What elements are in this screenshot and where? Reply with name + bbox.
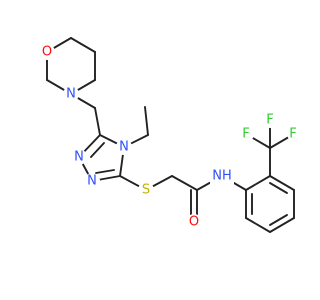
atom-label: O — [42, 45, 52, 60]
bond — [90, 142, 105, 158]
fluorine-atom-right: F — [287, 127, 300, 142]
fluorine-atom-left: F — [238, 126, 254, 142]
atom-label: N — [74, 150, 84, 165]
atom-label: NH — [212, 169, 232, 184]
triazole-nitrogen-2-atom: N — [84, 173, 100, 189]
carbonyl-oxygen-atom: O — [186, 214, 202, 230]
triazole-nitrogen-4-atom: N — [116, 139, 132, 155]
bond — [269, 217, 295, 233]
atom-label: F — [289, 127, 296, 142]
bond — [269, 214, 288, 226]
bond — [245, 217, 271, 233]
bond — [94, 107, 101, 136]
molecule-diagram: O N N N N S O NH — [39, 37, 300, 233]
bond — [245, 175, 271, 191]
bonds — [46, 37, 295, 233]
triazole-nitrogen-1-atom: N — [71, 149, 87, 165]
atom-label: S — [142, 183, 150, 198]
bond — [144, 106, 149, 136]
fluorine-atom-top: F — [262, 112, 278, 128]
bond — [70, 37, 96, 53]
atom-label: N — [87, 174, 97, 189]
atom-label: F — [242, 127, 249, 142]
bond — [95, 169, 115, 174]
thioether-sulfur-atom: S — [138, 182, 154, 198]
atom-label: N — [66, 87, 76, 102]
atom-label: N — [119, 140, 129, 155]
morpholine-nitrogen-atom: N — [63, 86, 79, 102]
atom-labels: O N N N N S O NH — [39, 44, 300, 230]
amide-nh-atom: NH — [210, 168, 234, 184]
bond — [269, 182, 288, 194]
bond — [269, 175, 295, 191]
bond — [171, 175, 198, 191]
atom-label: F — [266, 113, 273, 128]
morpholine-oxygen-atom: O — [39, 44, 55, 60]
atom-label: O — [189, 215, 199, 230]
